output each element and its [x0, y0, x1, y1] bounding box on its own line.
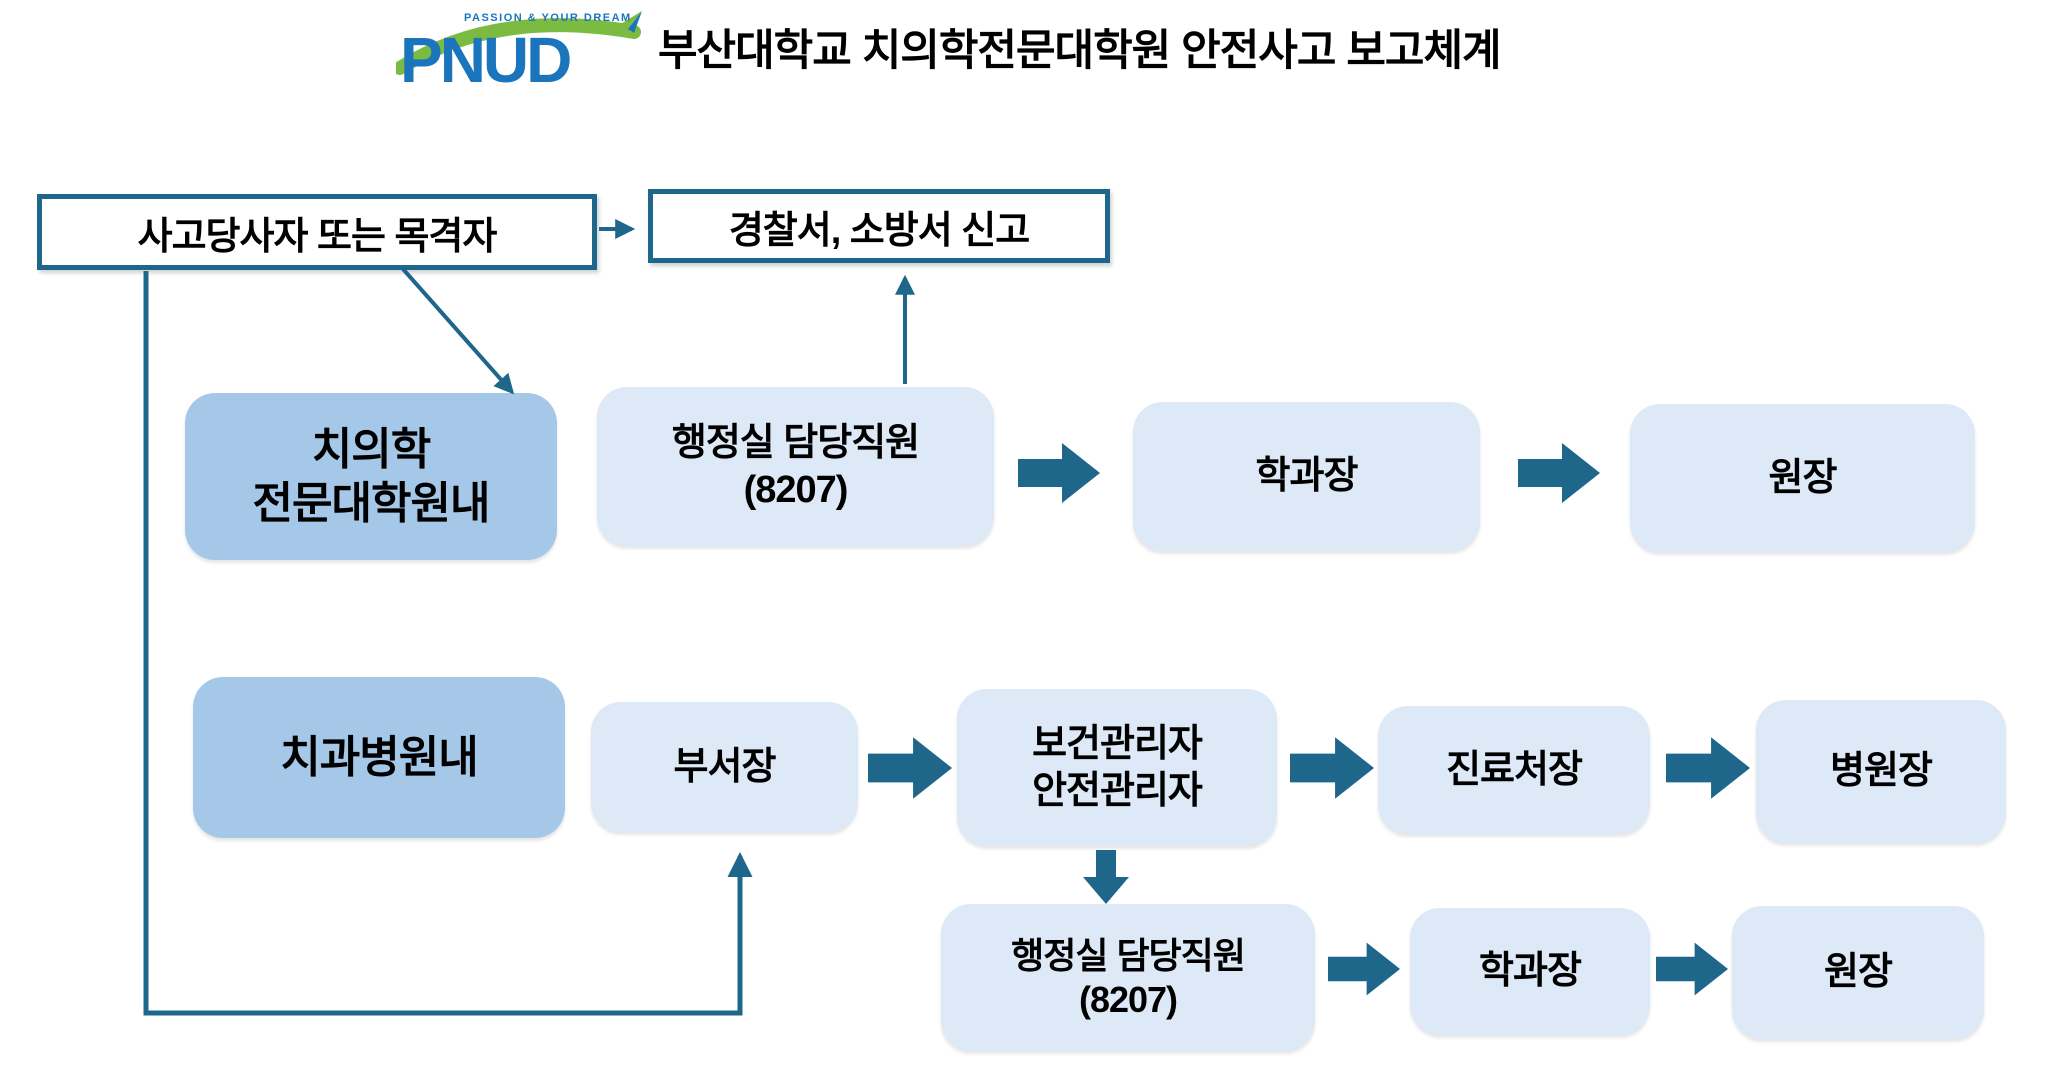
category-label: 전문대학원내 [252, 478, 491, 528]
flow-arrow-down-icon [1083, 850, 1129, 904]
step-label: 원장 [1768, 456, 1838, 499]
category-label: 치과병원내 [280, 732, 478, 782]
step-dept-chair-2: 학과장 [1410, 908, 1650, 1035]
incident-source-box: 사고당사자 또는 목격자 [37, 194, 597, 270]
step-admin-staff: 행정실 담당직원 (8207) [597, 387, 994, 546]
paper-plane-icon [614, 11, 642, 29]
step-safety-manager: 보건관리자 안전관리자 [957, 689, 1277, 846]
step-label: 병원장 [1830, 750, 1933, 793]
pnud-logo: PNUD PASSION & YOUR DREAM [393, 6, 648, 96]
flow-arrow-icon [868, 737, 952, 799]
page-title: 부산대학교 치의학전문대학원 안전사고 보고체계 [658, 27, 1502, 75]
category-dental-hospital: 치과병원내 [193, 677, 565, 838]
emergency-report-box: 경찰서, 소방서 신고 [648, 189, 1110, 263]
step-phone: (8207) [1078, 978, 1178, 1020]
flow-arrow-icon [1666, 737, 1750, 799]
step-label: 보건관리자 [1032, 723, 1203, 766]
step-label: 학과장 [1255, 455, 1359, 498]
step-label: 부서장 [673, 745, 777, 788]
step-hospital-director: 병원장 [1756, 700, 2006, 843]
step-dept-chair: 학과장 [1133, 402, 1480, 551]
flow-arrow-icon [1328, 942, 1400, 996]
flow-arrow-icon [1656, 942, 1728, 996]
category-label: 치의학 [311, 424, 431, 474]
step-label: 안전관리자 [1032, 769, 1203, 812]
step-dean-2: 원장 [1732, 906, 1984, 1039]
flow-arrow-icon [1518, 443, 1600, 503]
step-label: 행정실 담당직원 [671, 422, 920, 465]
step-label: 학과장 [1479, 950, 1582, 993]
step-label: 진료처장 [1446, 748, 1583, 791]
step-admin-staff-2: 행정실 담당직원 (8207) [941, 904, 1315, 1051]
category-dental-school: 치의학 전문대학원내 [185, 393, 557, 560]
logo-wordmark: PNUD [400, 24, 570, 92]
step-label: 행정실 담당직원 [1011, 934, 1246, 976]
step-phone: (8207) [743, 468, 849, 511]
arrow-incident-to-dept-head [143, 271, 753, 1016]
paper-plane-icon [628, 11, 642, 33]
flow-arrow-icon [1018, 443, 1100, 503]
step-dept-head: 부서장 [591, 702, 858, 832]
step-dean: 원장 [1630, 404, 1975, 552]
logo-swoosh [393, 18, 641, 75]
step-label: 원장 [1824, 951, 1893, 994]
flow-arrow-icon [1290, 737, 1374, 799]
arrow-incident-to-admin [401, 267, 515, 395]
step-treatment-director: 진료처장 [1378, 706, 1650, 834]
logo-tagline: PASSION & YOUR DREAM [464, 12, 632, 24]
